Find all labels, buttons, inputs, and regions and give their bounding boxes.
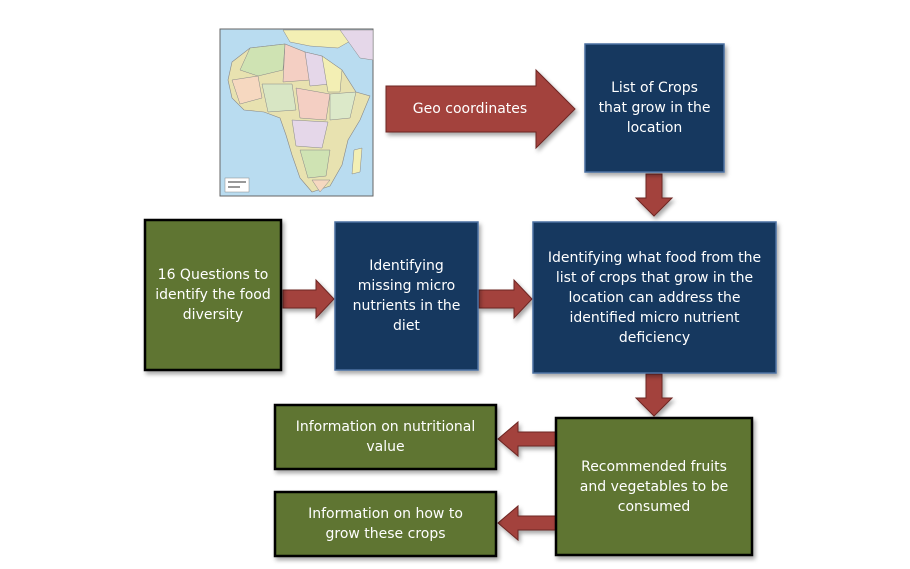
grow-box-shape <box>273 490 498 558</box>
questions-box-shape <box>143 218 283 372</box>
arrow-missing-to-identify <box>478 278 533 320</box>
recommend-box-shape <box>554 416 754 557</box>
arrow-questions-to-missing <box>282 278 335 320</box>
grow-info-box: Information on how to grow these crops <box>308 506 463 542</box>
identify-food-box: Identifying what food from the list of c… <box>547 249 762 346</box>
crops-box-shape <box>584 43 725 173</box>
missing-nutrients-box: Identifying missing micro nutrients in t… <box>352 258 461 334</box>
arrow-crops-down <box>634 173 674 217</box>
arrow-identify-down <box>634 373 674 417</box>
arrow-to-grow <box>497 504 557 542</box>
arrow-to-nutrition <box>497 420 557 458</box>
identify-box-shape <box>532 221 777 374</box>
nutrition-box-shape <box>273 403 498 471</box>
recommended-box: Recommended fruits and vegetables to be … <box>579 458 729 515</box>
missing-box-shape <box>334 221 479 371</box>
arrow-geo-coordinates <box>385 68 576 150</box>
questions-box: 16 Questions to identify the food divers… <box>155 267 271 323</box>
africa-map-image <box>219 28 374 197</box>
nutrition-info-box: Information on nutritional value <box>295 419 476 455</box>
geo-coordinates-label: Geo coordinates <box>412 101 528 117</box>
crops-box: List of Crops that grow in the location <box>598 80 711 136</box>
